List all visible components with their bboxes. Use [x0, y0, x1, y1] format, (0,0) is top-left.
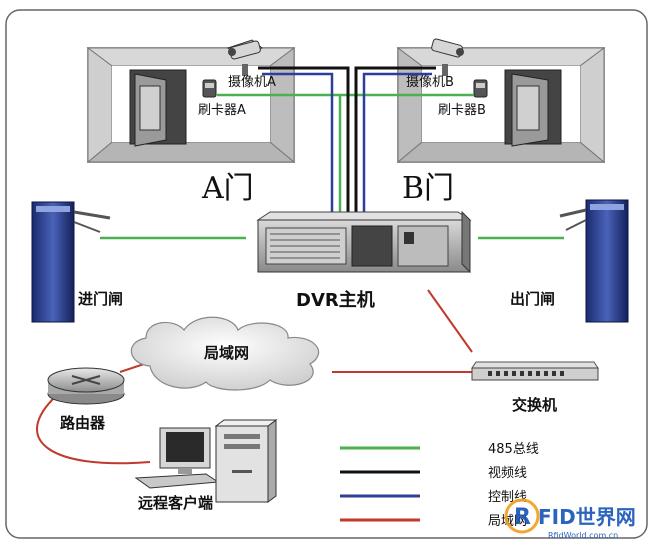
entry-gate-label: 进门闸 — [78, 290, 123, 308]
door-a-icon — [130, 70, 186, 146]
room-a — [88, 48, 294, 162]
legend-label-video: 视频线 — [488, 466, 527, 481]
watermark-brand: FID世界网 — [538, 505, 636, 529]
card-reader-a-icon — [203, 80, 216, 97]
switch-icon — [472, 362, 598, 380]
camera-a-label: 摄像机A — [228, 75, 276, 90]
door-a-label: A门 — [201, 171, 254, 206]
legend: 485总线 视频线 控制线 局域网 — [340, 442, 539, 529]
svg-text:R: R — [514, 505, 531, 530]
watermark-url: RfidWorld.com.cn — [548, 531, 618, 540]
card-reader-a-label: 刷卡器A — [198, 103, 246, 118]
remote-client-label: 远程客户端 — [138, 494, 213, 512]
legend-label-485: 485总线 — [488, 442, 539, 457]
legend-label-control: 控制线 — [488, 490, 527, 505]
switch-label: 交换机 — [512, 396, 557, 414]
router-label: 路由器 — [60, 414, 106, 432]
door-b-icon — [505, 70, 561, 146]
card-reader-b-icon — [474, 80, 487, 97]
remote-client-computer-icon — [136, 420, 276, 502]
router-icon — [48, 368, 124, 404]
dvr-switch-lan-line — [428, 290, 472, 352]
dvr-server-icon — [258, 212, 470, 272]
dvr-host-label: DVR主机 — [296, 289, 375, 311]
card-reader-b-label: 刷卡器B — [438, 103, 486, 118]
camera-b-label: 摄像机B — [406, 75, 454, 90]
lan-cloud-label: 局域网 — [203, 344, 249, 362]
door-b-label: B门 — [402, 171, 454, 206]
exit-gate-icon — [560, 200, 628, 322]
room-b — [398, 48, 604, 162]
rfid-watermark-logo: R FID世界网 RfidWorld.com.cn — [506, 500, 636, 540]
exit-gate-label: 出门闸 — [510, 290, 555, 308]
